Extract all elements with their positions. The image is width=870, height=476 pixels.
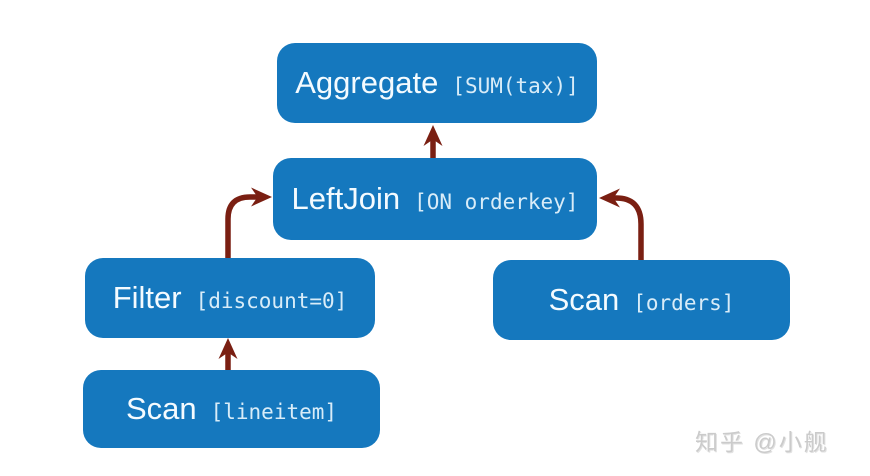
edge-leftjoin-to-aggregate — [423, 125, 443, 158]
node-aggregate-label: Aggregate — [295, 65, 439, 100]
edge-filter-to-leftjoin — [225, 187, 272, 259]
node-leftjoin-detail: [ON orderkey] — [414, 190, 579, 214]
node-scan-orders: Scan [orders] — [493, 260, 790, 340]
node-aggregate: Aggregate [SUM(tax)] — [277, 43, 597, 123]
node-leftjoin: LeftJoin [ON orderkey] — [273, 158, 597, 240]
node-filter: Filter [discount=0] — [85, 258, 375, 338]
node-filter-label: Filter — [112, 280, 182, 315]
watermark: 知乎 @小舰 — [695, 429, 829, 455]
node-scan-lineitem-detail: [lineitem] — [210, 400, 338, 424]
node-scan-orders-detail: [orders] — [633, 291, 735, 315]
node-scan-lineitem-label: Scan — [125, 391, 197, 426]
node-filter-detail: [discount=0] — [195, 289, 348, 313]
edge-scan-orders-to-leftjoin — [599, 188, 644, 261]
node-scan-orders-label: Scan — [548, 282, 620, 317]
node-leftjoin-label: LeftJoin — [291, 181, 401, 216]
node-scan-lineitem: Scan [lineitem] — [83, 370, 380, 448]
edge-scan-lineitem-to-filter — [218, 338, 238, 370]
node-aggregate-detail: [SUM(tax)] — [452, 74, 579, 98]
